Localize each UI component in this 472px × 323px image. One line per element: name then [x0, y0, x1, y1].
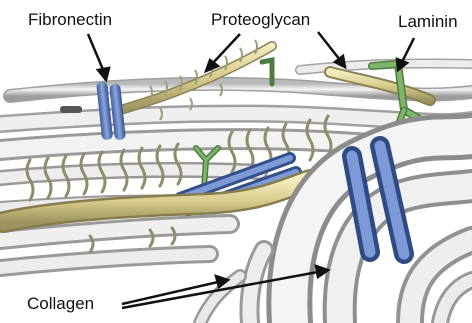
- label-proteoglycan: Proteoglycan: [211, 11, 310, 28]
- collagen-fibers-middle: [0, 224, 230, 268]
- label-laminin: Laminin: [398, 13, 458, 30]
- label-fibronectin: Fibronectin: [28, 11, 112, 28]
- label-collagen: Collagen: [27, 295, 94, 312]
- small-dark-fragment: [60, 106, 82, 113]
